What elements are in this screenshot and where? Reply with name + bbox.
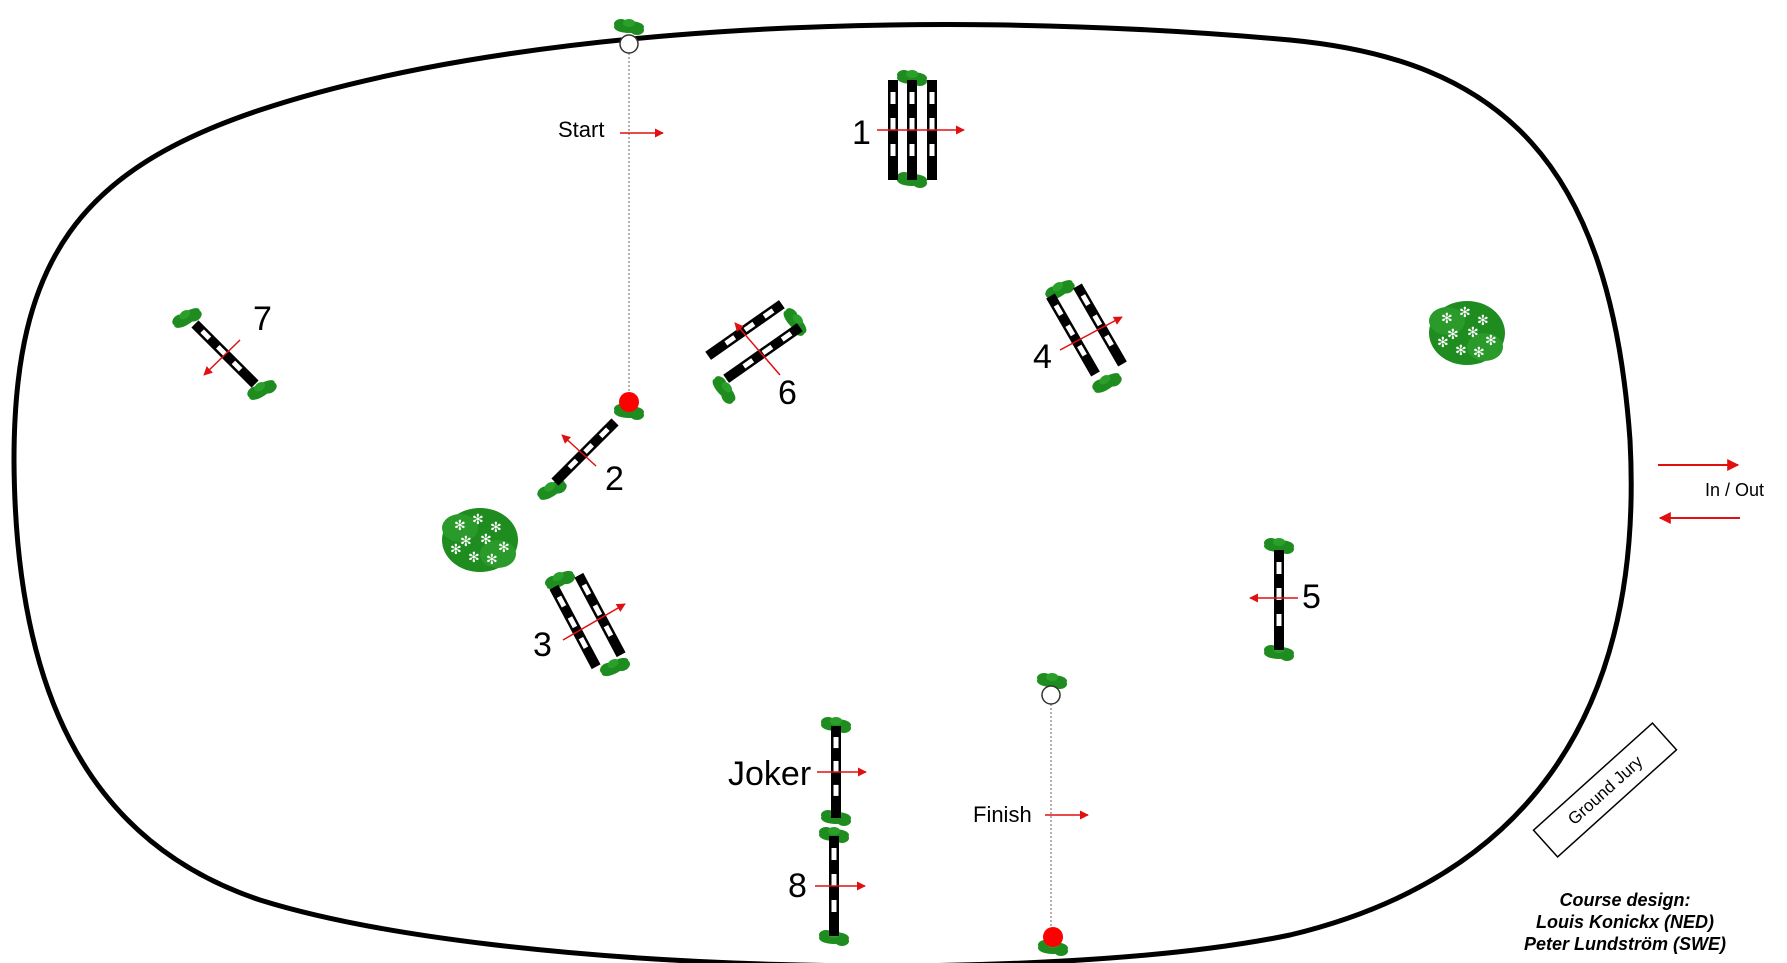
obstacle-7: 7 — [170, 300, 279, 406]
obstacle-6: 6 — [705, 300, 812, 412]
finish-red-flag — [1043, 927, 1063, 947]
start-red-flag — [619, 392, 639, 412]
credits-line-3: Peter Lundström (SWE) — [1524, 934, 1726, 954]
obstacle-8-label: 8 — [788, 867, 807, 905]
finish-label: Finish — [973, 802, 1032, 827]
obstacle-joker: Joker — [728, 717, 867, 826]
ground-jury-label: Ground Jury — [1564, 752, 1647, 829]
start-line: Start — [558, 19, 664, 420]
obstacle-3-label: 3 — [533, 626, 552, 664]
obstacle-4: 4 — [1033, 274, 1127, 399]
arena-border — [11, 22, 1634, 963]
obstacle-1: 1 — [852, 70, 965, 188]
joker-label: Joker — [728, 755, 811, 793]
in-out-label: In / Out — [1705, 480, 1764, 500]
obstacle-5-label: 5 — [1302, 578, 1321, 616]
obstacle-2: 2 — [535, 418, 624, 506]
flower-bed-right — [1429, 301, 1505, 365]
flower-bed-left — [442, 508, 518, 572]
finish-line: Finish — [973, 673, 1089, 956]
obstacle-4-label: 4 — [1033, 338, 1052, 376]
credits-line-1: Course design: — [1559, 890, 1690, 910]
credits-line-2: Louis Konickx (NED) — [1536, 912, 1714, 932]
start-label: Start — [558, 117, 604, 142]
ground-jury-box: Ground Jury — [1532, 722, 1678, 858]
obstacle-1-label: 1 — [852, 114, 871, 152]
obstacle-5: 5 — [1249, 538, 1321, 661]
in-out-gate: In / Out — [1658, 459, 1764, 524]
obstacle-2-label: 2 — [605, 460, 624, 498]
obstacle-3: 3 — [533, 565, 632, 682]
obstacle-7-label: 7 — [253, 300, 272, 338]
obstacle-8: 8 — [788, 827, 866, 946]
obstacle-6-label: 6 — [778, 374, 797, 412]
course-credits: Course design: Louis Konickx (NED) Peter… — [1524, 890, 1726, 954]
